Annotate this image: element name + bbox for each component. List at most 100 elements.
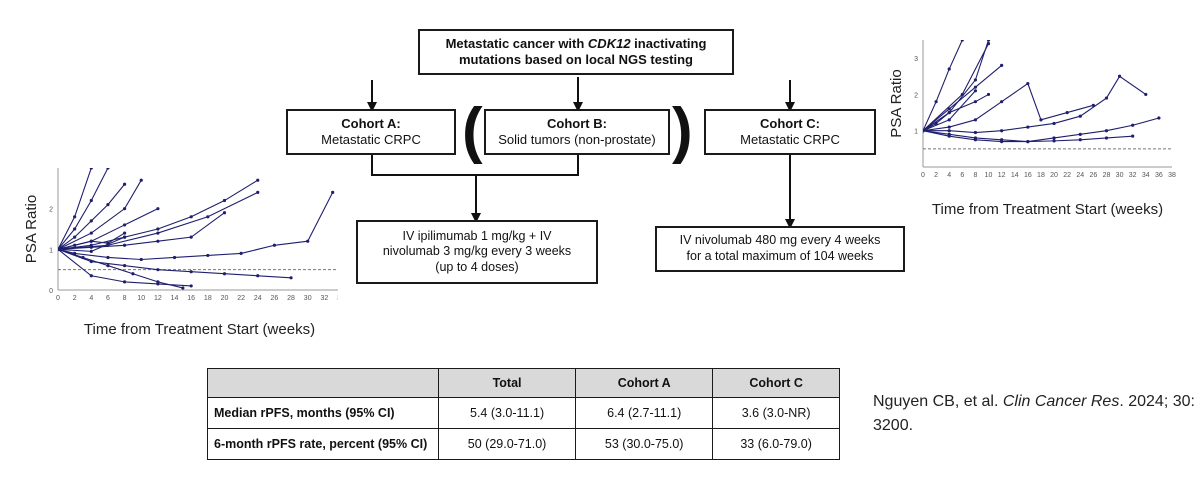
x-tick-label: 36 (1155, 172, 1163, 179)
cohort-c-box: Cohort C: Metastatic CRPC (704, 109, 876, 155)
data-point (1117, 74, 1122, 78)
x-tick-label: 26 (271, 295, 279, 302)
data-point (106, 255, 110, 260)
data-point (89, 245, 93, 249)
table-row: 6-month rPFS rate, percent (95% CI) 50 (… (207, 428, 840, 460)
x-tick-label: 16 (187, 295, 195, 302)
series-line-2 (58, 248, 292, 279)
regimen-c-line2: for a total maximum of 104 weeks (686, 249, 874, 263)
series-line-4 (923, 64, 1002, 132)
table-cell: 50 (29.0-71.0) (437, 428, 577, 460)
table-cell: 6.4 (2.7-11.1) (575, 397, 714, 429)
x-axis-title: Time from Treatment Start (weeks) (84, 321, 315, 338)
series-line-6 (923, 40, 990, 132)
x-tick-label: 10 (985, 172, 993, 179)
row-label-6-month-rpfs: 6-month rPFS rate, percent (95% CI) (207, 428, 439, 460)
data-point (122, 182, 127, 186)
data-point (172, 255, 177, 260)
regimen-c-box: IV nivolumab 480 mg every 4 weeks for a … (655, 226, 905, 272)
data-point (189, 235, 193, 239)
data-point (1104, 129, 1109, 133)
data-point (106, 241, 110, 245)
citation-journal: Clin Cancer Res (1002, 393, 1120, 410)
population-text-3: mutations based on local NGS testing (458, 52, 694, 67)
data-point (1026, 140, 1030, 144)
x-tick-label: 32 (1129, 172, 1137, 179)
x-tick-label: 16 (1024, 172, 1032, 179)
citation: Nguyen CB, et al. Clin Cancer Res. 2024;… (873, 390, 1200, 438)
data-point (973, 100, 978, 104)
cohort-a-title: Cohort A: (341, 115, 401, 131)
data-point (156, 280, 160, 284)
data-point (1000, 140, 1004, 144)
regimen-ab-line2: nivolumab 3 mg/kg every 3 weeks (382, 244, 572, 259)
data-point (973, 138, 978, 142)
data-point (206, 215, 210, 219)
table-header-cohort-c: Cohort C (712, 368, 840, 398)
x-tick-label: 18 (1037, 172, 1045, 179)
table-row: Median rPFS, months (95% CI) 5.4 (3.0-11… (207, 397, 840, 429)
data-point (189, 270, 193, 274)
data-point (89, 239, 93, 243)
regimen-ab-line1: IV ipilimumab 1 mg/kg + IV (402, 228, 552, 243)
data-point (973, 130, 978, 135)
x-tick-label: 6 (106, 295, 110, 302)
data-point (1000, 100, 1004, 104)
data-point (1078, 114, 1082, 118)
data-point (1000, 129, 1004, 133)
x-tick-label: 22 (1063, 172, 1071, 179)
data-point (934, 121, 938, 126)
series-line-6 (58, 168, 109, 250)
series-line-3 (923, 82, 1094, 132)
series-line-4 (58, 248, 183, 289)
x-tick-label: 12 (998, 172, 1006, 179)
y-axis-title: PSA Ratio (23, 195, 40, 263)
series-line-12 (58, 212, 225, 250)
x-axis-title: Time from Treatment Start (weeks) (932, 201, 1163, 218)
x-tick-label: 34 (1142, 172, 1150, 179)
table-header-row: Total Cohort A Cohort C (207, 368, 840, 398)
data-point (89, 219, 93, 223)
data-point (986, 42, 991, 46)
population-text-2: inactivating (630, 35, 707, 51)
y-tick-label: 2 (914, 92, 918, 99)
data-point (89, 231, 93, 235)
data-point (1078, 132, 1082, 136)
cohort-c-title: Cohort C: (760, 115, 820, 131)
data-point (156, 227, 160, 231)
data-point (206, 253, 210, 258)
data-point (122, 264, 127, 268)
cohort-b-box: Cohort B: Solid tumors (non-prostate) (484, 109, 670, 155)
cohort-c-desc: Metastatic CRPC (740, 132, 840, 147)
data-point (947, 125, 951, 129)
data-point (1157, 116, 1161, 120)
data-point (89, 168, 93, 170)
data-point (1078, 138, 1082, 142)
table-header-total: Total (437, 368, 577, 398)
y-axis-title: PSA Ratio (888, 69, 905, 137)
x-tick-label: 8 (123, 295, 127, 302)
x-tick-label: 24 (254, 295, 262, 302)
x-tick-label: 4 (947, 172, 951, 179)
data-point (1052, 121, 1056, 126)
data-point (973, 89, 978, 93)
row-label-median-rpfs: Median rPFS, months (95% CI) (207, 397, 439, 429)
cohort-a-box: Cohort A: Metastatic CRPC (286, 109, 456, 155)
y-tick-label: 3 (914, 56, 918, 63)
data-point (189, 215, 193, 219)
x-tick-label: 0 (921, 172, 925, 179)
data-point (1065, 110, 1069, 115)
y-tick-label: 2 (49, 207, 53, 214)
x-tick-label: 28 (1103, 172, 1111, 179)
data-point (58, 247, 60, 251)
x-tick-label: 20 (221, 295, 229, 302)
citation-authors: Nguyen CB, et al. (873, 393, 1003, 410)
x-tick-label: 32 (320, 295, 328, 302)
x-tick-label: 8 (973, 172, 977, 179)
data-point (960, 92, 964, 97)
data-point (973, 78, 978, 82)
table-cell: 5.4 (3.0-11.1) (437, 397, 577, 429)
data-point (122, 243, 127, 247)
data-point (73, 227, 77, 231)
x-tick-label: 6 (960, 172, 964, 179)
